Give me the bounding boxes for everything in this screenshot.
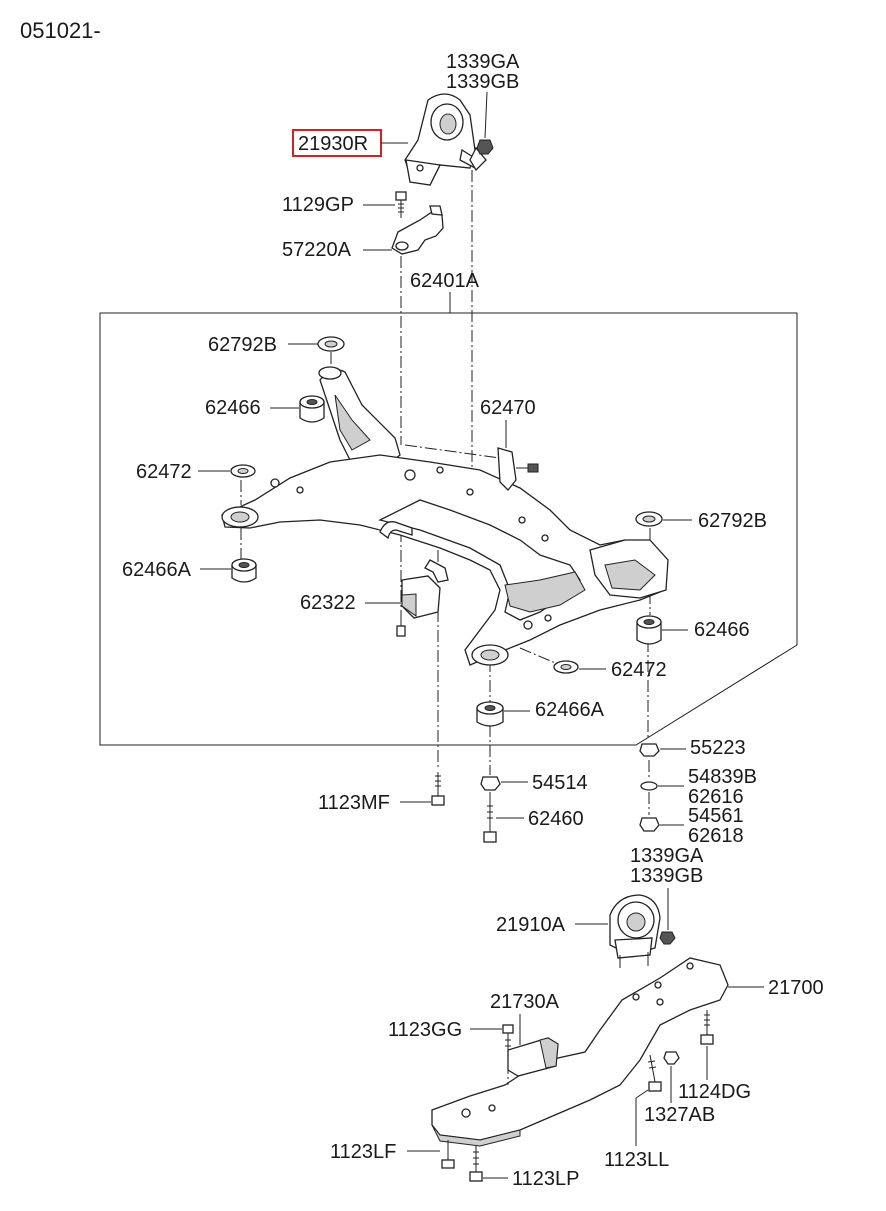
bolt-62460-drawing — [483, 800, 497, 843]
label-62792b-right: 62792B — [698, 510, 767, 532]
label-54839b: 54839B — [688, 766, 757, 788]
label-62466a-right: 62466A — [535, 699, 605, 721]
washer-62472-right — [553, 660, 579, 674]
label-1123gg: 1123GG — [388, 1019, 462, 1041]
bracket-62470-drawing — [497, 447, 539, 491]
bolt-1123ll-drawing — [647, 1054, 662, 1092]
bolt-1123lf-drawing — [441, 1140, 455, 1169]
subframe-assembly-box — [99, 312, 798, 746]
label-62618: 62618 — [688, 825, 744, 847]
bushing-62466-right — [636, 615, 662, 645]
label-21700: 21700 — [768, 977, 824, 999]
bolt-1129gp-drawing — [395, 191, 407, 218]
catalog-code: 051021- — [20, 18, 101, 43]
transmission-support-21700-drawing — [431, 957, 729, 1147]
label-1123lp: 1123LP — [512, 1168, 579, 1190]
label-62792b-left: 62792B — [208, 334, 277, 356]
nut-54514-drawing — [480, 776, 501, 791]
label-1327ab: 1327AB — [644, 1104, 715, 1126]
bolt-1123lp-drawing — [469, 1145, 483, 1182]
bushing-62466a-right — [476, 701, 504, 727]
label-21930r[interactable]: 21930R — [298, 133, 368, 155]
label-62460: 62460 — [528, 808, 584, 830]
label-1123mf: 1123MF — [318, 792, 390, 814]
nut-1327ab-drawing — [663, 1051, 680, 1065]
bushing-62466-left — [299, 395, 325, 423]
washer-62792b-left — [317, 336, 345, 352]
nut-54561-drawing — [639, 817, 660, 832]
washer-62792b-right — [635, 511, 663, 527]
label-57220a: 57220A — [282, 239, 352, 261]
label-62322: 62322 — [300, 592, 356, 614]
washer-54839b-drawing — [640, 781, 658, 791]
damper-62322-drawing — [396, 575, 441, 637]
label-1339gb-bottom: 1339GB — [630, 865, 703, 887]
label-62466-left: 62466 — [205, 397, 261, 419]
label-62466a-left: 62466A — [122, 559, 192, 581]
label-1123ll: 1123LL — [604, 1149, 669, 1171]
label-1129gp: 1129GP — [282, 194, 354, 216]
engine-mount-21930r-drawing — [404, 93, 494, 186]
label-62470: 62470 — [480, 397, 536, 419]
bolt-1123mf-drawing — [431, 772, 445, 806]
label-62472-left: 62472 — [136, 461, 192, 483]
nut-55223-drawing — [639, 743, 660, 757]
bracket-57220a-drawing — [391, 205, 444, 255]
label-54514: 54514 — [532, 772, 588, 794]
washer-62472-left — [230, 464, 256, 478]
label-62472-right: 62472 — [611, 659, 667, 681]
label-62401a: 62401A — [410, 270, 480, 292]
label-1339ga-bottom: 1339GA — [630, 845, 704, 867]
label-21910a: 21910A — [496, 914, 566, 936]
label-21730a: 21730A — [490, 991, 560, 1013]
label-54561: 54561 — [688, 805, 744, 827]
label-1123lf: 1123LF — [330, 1141, 396, 1163]
label-55223: 55223 — [690, 737, 746, 759]
subframe-62401a-drawing — [221, 366, 669, 666]
label-62616: 62616 — [688, 786, 744, 808]
bolt-1123gg-drawing — [502, 1024, 514, 1060]
bolt-1124dg-drawing — [700, 1010, 714, 1045]
label-1124dg: 1124DG — [678, 1081, 751, 1103]
engine-mount-21910a-drawing — [609, 894, 661, 968]
damper-21730a-drawing — [507, 1037, 559, 1077]
bushing-62466a-left — [231, 558, 257, 583]
label-62466-right: 62466 — [694, 619, 750, 641]
nut-1339ga-bottom-drawing — [659, 931, 676, 945]
label-1339ga-top: 1339GA — [446, 51, 520, 73]
label-1339gb-top: 1339GB — [446, 71, 519, 93]
